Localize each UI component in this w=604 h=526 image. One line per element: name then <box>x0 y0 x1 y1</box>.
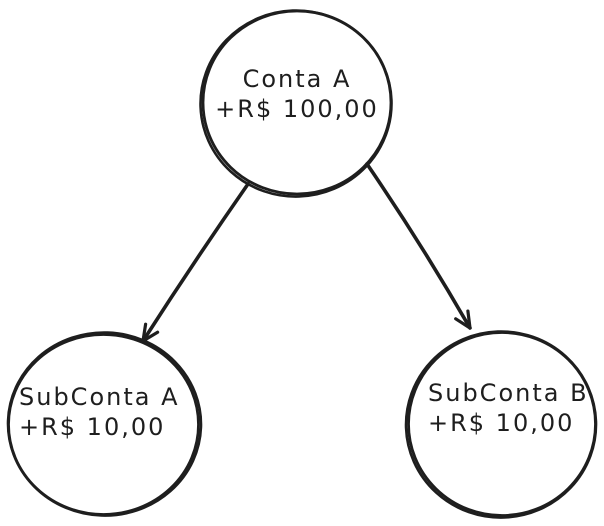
edge-conta-a-to-subconta-b-line[interactable] <box>365 162 472 330</box>
node-subconta-b[interactable] <box>403 328 599 521</box>
node-conta-a-label[interactable]: Conta A +R$ 100,00 <box>215 64 379 124</box>
node-subconta-b-value: +R$ 10,00 <box>428 409 575 437</box>
node-subconta-a[interactable] <box>5 329 204 519</box>
node-conta-a-title: Conta A <box>242 65 352 93</box>
node-conta-a-ellipse-sketch <box>199 9 393 198</box>
edge-conta-a-to-subconta-a-line[interactable] <box>141 182 250 343</box>
node-subconta-a-title: SubConta A <box>19 383 180 411</box>
node-subconta-a-label[interactable]: SubConta A +R$ 10,00 <box>19 382 180 442</box>
node-subconta-a-value: +R$ 10,00 <box>19 413 166 441</box>
node-subconta-a-ellipse-sketch <box>6 331 203 517</box>
node-subconta-b-label[interactable]: SubConta B +R$ 10,00 <box>428 378 589 438</box>
node-conta-a-value: +R$ 100,00 <box>215 95 379 123</box>
node-subconta-b-title: SubConta B <box>428 379 589 407</box>
edge-conta-a-to-subconta-a[interactable] <box>141 182 250 343</box>
edge-conta-a-to-subconta-b[interactable] <box>365 162 472 330</box>
arrowhead-subconta-b-icon <box>454 309 472 330</box>
node-subconta-b-ellipse-sketch <box>404 330 598 519</box>
node-conta-a[interactable] <box>197 7 394 200</box>
arrowhead-subconta-a-icon <box>141 322 160 343</box>
